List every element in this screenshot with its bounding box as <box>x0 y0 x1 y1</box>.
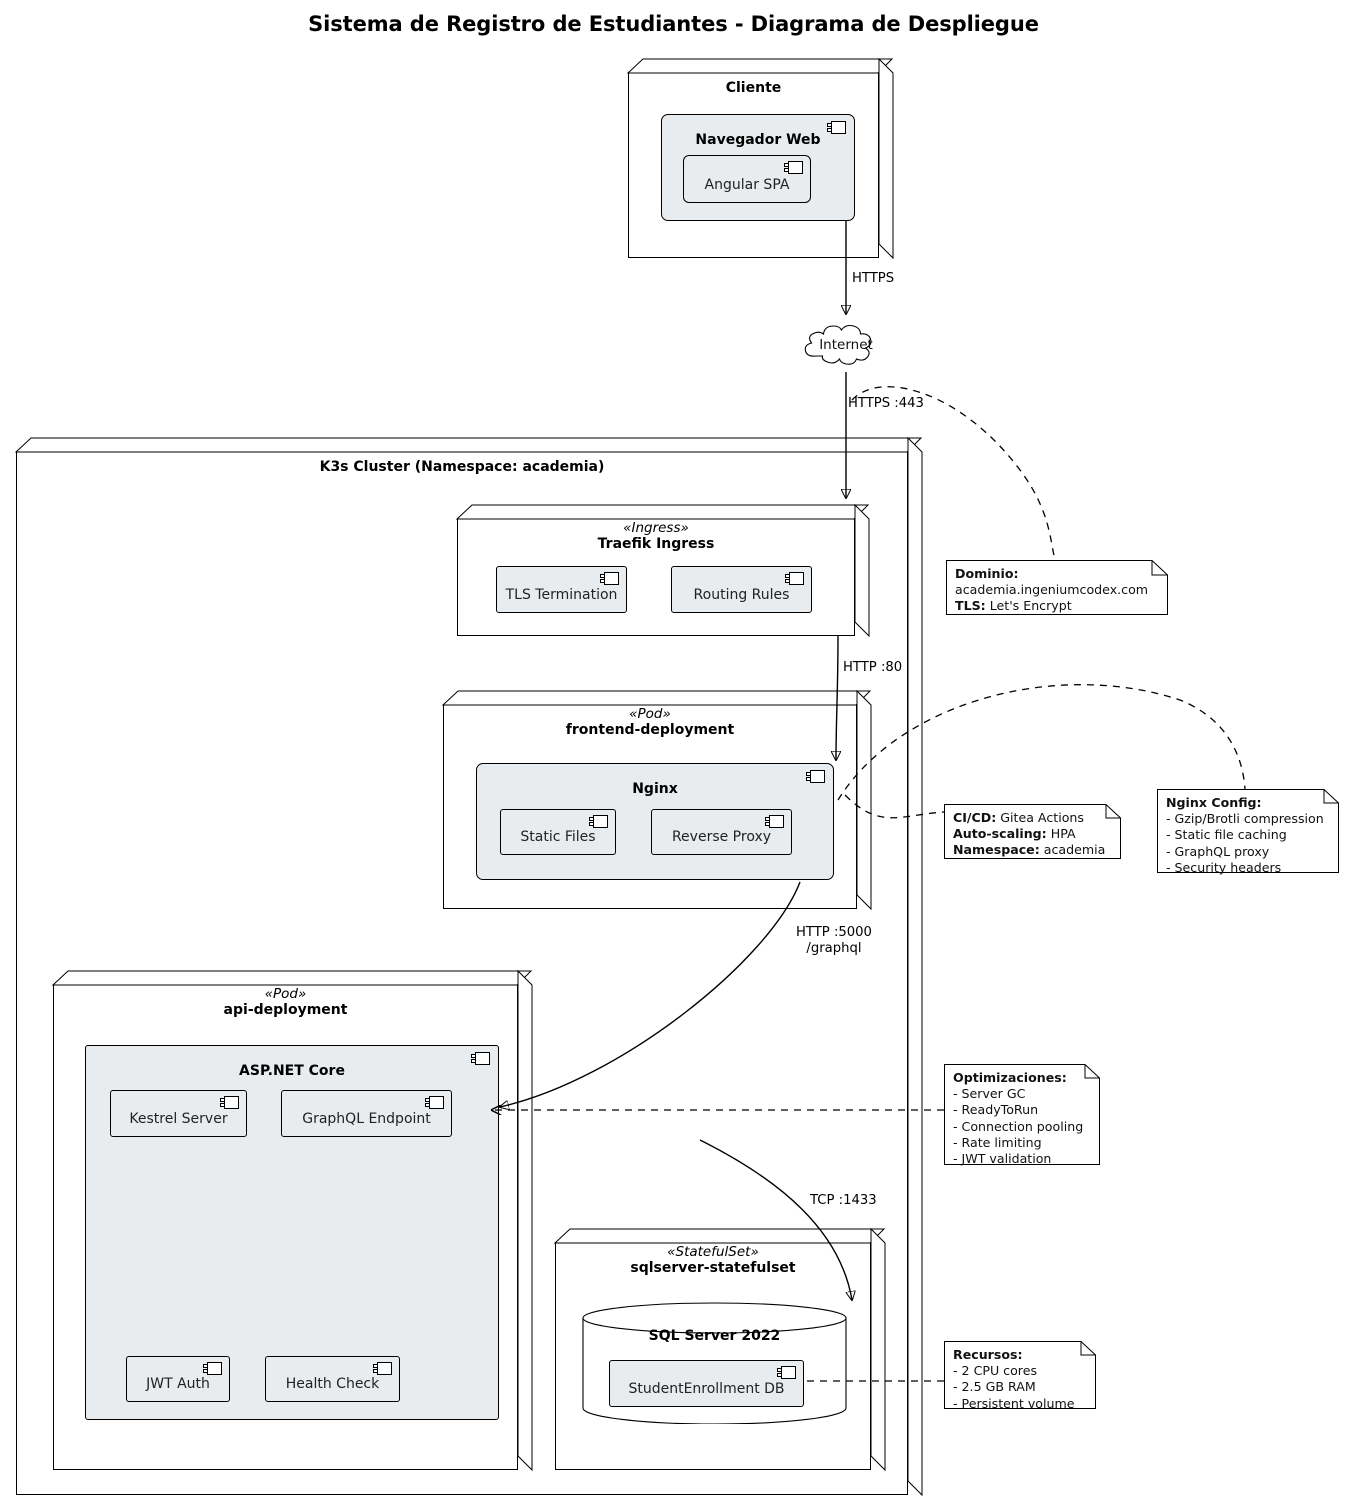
component-icon <box>471 1052 490 1065</box>
note-line: - Persistent volume <box>953 1395 1075 1411</box>
note-line: Optimizaciones: <box>953 1070 1067 1085</box>
node-side-face <box>907 436 923 1497</box>
node-top-face <box>553 1228 886 1244</box>
component-studentenrollment-db-label: StudentEnrollment DB <box>628 1381 785 1397</box>
cloud-internet[interactable]: Internet <box>798 316 894 374</box>
component-tls-termination-label: TLS Termination <box>505 587 618 603</box>
edge-label-tcp-1433: TCP :1433 <box>810 1193 877 1208</box>
note-line: TLS: Let's Encrypt <box>955 598 1072 614</box>
component-angular-spa-label: Angular SPA <box>704 177 790 193</box>
note-line: - Server GC <box>953 1086 1026 1102</box>
note-line: - JWT validation <box>953 1151 1052 1167</box>
note-line: - 2.5 GB RAM <box>953 1379 1036 1395</box>
note-recursos[interactable]: Recursos: - 2 CPU cores - 2.5 GB RAM - P… <box>944 1341 1096 1412</box>
component-routing-rules[interactable]: Routing Rules <box>671 566 812 613</box>
component-health-check[interactable]: Health Check <box>265 1356 400 1402</box>
database-sql-server-2022-label: SQL Server 2022 <box>648 1328 781 1344</box>
note-line: - ReadyToRun <box>953 1102 1039 1118</box>
node-side-face <box>517 969 533 1472</box>
component-static-files-label: Static Files <box>520 829 596 845</box>
note-line: - Static file caching <box>1166 827 1287 843</box>
note-line: Nginx Config: <box>1166 795 1262 810</box>
edge-label-http-5000: HTTP :5000 /graphql <box>796 925 872 957</box>
component-icon <box>765 815 784 828</box>
node-top-face <box>441 690 872 706</box>
edge-label-http-80: HTTP :80 <box>843 660 903 675</box>
note-line: CI/CD: Gitea Actions <box>953 810 1084 825</box>
component-kestrel-server-label: Kestrel Server <box>129 1111 228 1127</box>
note-recursos-content: Recursos: - 2 CPU cores - 2.5 GB RAM - P… <box>953 1347 1087 1412</box>
component-navegador-web-label: Navegador Web <box>695 132 821 148</box>
node-side-face <box>854 503 870 638</box>
note-line: Auto-scaling: HPA <box>953 826 1076 842</box>
component-icon <box>806 770 825 783</box>
note-line: Dominio: <box>955 566 1019 581</box>
component-graphql-endpoint-label: GraphQL Endpoint <box>302 1111 431 1127</box>
component-reverse-proxy[interactable]: Reverse Proxy <box>651 809 792 855</box>
node-top-face <box>626 58 894 74</box>
note-line: - Security headers <box>1166 859 1282 875</box>
node-side-face <box>878 57 894 260</box>
node-side-face <box>870 1227 886 1472</box>
component-nginx-label: Nginx <box>632 781 678 797</box>
note-line: - Rate limiting <box>953 1134 1042 1150</box>
note-dominio-content: Dominio: academia.ingeniumcodex.com TLS:… <box>955 566 1159 615</box>
note-nginx-config[interactable]: Nginx Config: - Gzip/Brotli compression … <box>1157 789 1339 876</box>
component-icon <box>373 1362 392 1375</box>
component-icon <box>220 1096 239 1109</box>
note-cicd[interactable]: CI/CD: Gitea Actions Auto-scaling: HPA N… <box>944 804 1121 859</box>
component-jwt-auth-label: JWT Auth <box>146 1376 210 1392</box>
component-tls-termination[interactable]: TLS Termination <box>496 566 627 613</box>
edge-label-https-443: HTTPS :443 <box>848 396 924 411</box>
component-icon <box>785 572 804 585</box>
cloud-internet-label: Internet <box>819 337 873 353</box>
note-dominio[interactable]: Dominio: academia.ingeniumcodex.com TLS:… <box>946 560 1168 615</box>
note-line: - GraphQL proxy <box>1166 843 1270 859</box>
node-side-face <box>856 689 872 911</box>
component-kestrel-server[interactable]: Kestrel Server <box>110 1090 247 1137</box>
note-line: - Connection pooling <box>953 1118 1084 1134</box>
component-static-files[interactable]: Static Files <box>500 809 616 855</box>
note-line: Recursos: <box>953 1347 1023 1362</box>
component-icon <box>425 1096 444 1109</box>
note-line: - Gzip/Brotli compression <box>1166 811 1324 827</box>
component-routing-rules-label: Routing Rules <box>693 587 790 603</box>
note-line: Namespace: academia <box>953 842 1106 858</box>
component-aspnet-core-label: ASP.NET Core <box>239 1063 345 1079</box>
component-icon <box>203 1362 222 1375</box>
note-cicd-content: CI/CD: Gitea Actions Auto-scaling: HPA N… <box>953 810 1112 859</box>
component-icon <box>784 161 803 174</box>
component-health-check-label: Health Check <box>285 1376 380 1392</box>
node-top-face <box>51 970 533 986</box>
note-optimizaciones[interactable]: Optimizaciones: - Server GC - ReadyToRun… <box>944 1064 1100 1167</box>
component-reverse-proxy-label: Reverse Proxy <box>671 829 772 845</box>
component-icon <box>589 815 608 828</box>
component-studentenrollment-db[interactable]: StudentEnrollment DB <box>609 1360 804 1407</box>
edge-label-https: HTTPS <box>852 271 895 286</box>
node-top-face <box>455 504 870 520</box>
note-line: academia.ingeniumcodex.com <box>955 582 1149 598</box>
component-icon <box>827 121 846 134</box>
component-icon <box>600 572 619 585</box>
component-angular-spa[interactable]: Angular SPA <box>683 155 811 203</box>
component-icon <box>777 1366 796 1379</box>
component-jwt-auth[interactable]: JWT Auth <box>126 1356 230 1402</box>
note-optimizaciones-content: Optimizaciones: - Server GC - ReadyToRun… <box>953 1070 1091 1167</box>
component-graphql-endpoint[interactable]: GraphQL Endpoint <box>281 1090 452 1137</box>
page-title: Sistema de Registro de Estudiantes - Dia… <box>308 12 1039 36</box>
note-nginx-config-content: Nginx Config: - Gzip/Brotli compression … <box>1166 795 1330 876</box>
note-line: - 2 CPU cores <box>953 1363 1038 1379</box>
node-top-face <box>14 437 923 453</box>
